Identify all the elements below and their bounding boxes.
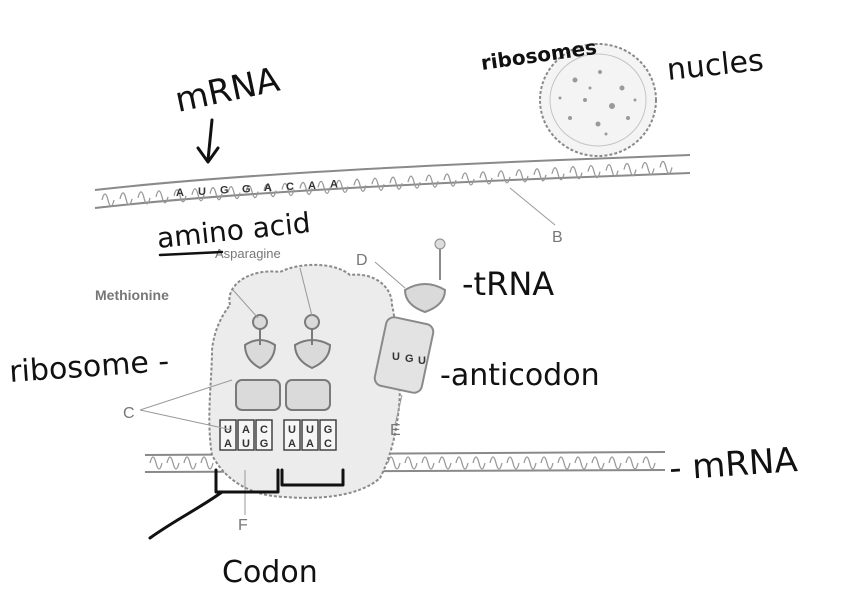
top-strand-base: A — [330, 179, 338, 191]
label-e: E — [390, 422, 401, 439]
nucleus-label: nucles — [665, 43, 765, 88]
anticodon-label: -anticodon — [440, 358, 600, 393]
codon-base: C — [324, 438, 332, 450]
methionine-label: Methionine — [95, 287, 169, 303]
top-strand-base: A — [308, 180, 316, 192]
label-b: B — [552, 229, 563, 246]
codon-base: U — [288, 424, 296, 436]
trna-label: -tRNA — [462, 265, 554, 303]
top-strand-base: G — [242, 183, 251, 195]
label-c: C — [123, 405, 135, 422]
ribosome-label: ribosome - — [8, 344, 170, 390]
codon-base: U — [242, 438, 250, 450]
anticodon-base: U — [418, 355, 426, 367]
mrna-right-label: - mRNA — [668, 440, 799, 489]
codon-base: G — [324, 424, 333, 436]
anticodon-base: U — [392, 351, 400, 363]
asparagine-label: Asparagine — [215, 246, 281, 261]
codon-base: A — [288, 438, 296, 450]
top-strand-base: A — [264, 182, 272, 194]
codon-label: Codon — [222, 555, 318, 590]
codon-base: A — [224, 438, 232, 450]
top-strand-base: C — [286, 181, 294, 193]
top-strand-base: A — [176, 187, 184, 199]
label-d: D — [356, 252, 368, 269]
codon-base: U — [306, 424, 314, 436]
codon-base: G — [260, 438, 269, 450]
anticodon-base: G — [405, 353, 414, 365]
top-strand-base: G — [220, 185, 229, 197]
codon-base: A — [242, 424, 250, 436]
codon-base: A — [306, 438, 314, 450]
mrna-top-label: mRNA — [172, 60, 283, 121]
top-strand-base: U — [198, 186, 206, 198]
codon-base: C — [260, 424, 268, 436]
label-f: F — [238, 517, 248, 534]
